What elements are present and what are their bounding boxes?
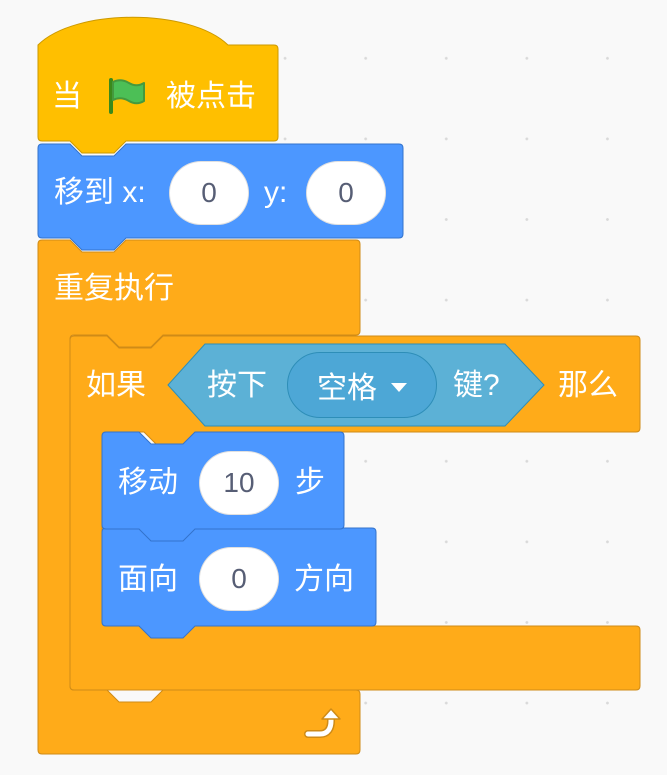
- steps-input[interactable]: 10: [199, 451, 279, 515]
- if-label: 如果: [86, 369, 146, 402]
- green-flag-icon: [109, 78, 145, 114]
- direction-label: 方向: [294, 563, 354, 596]
- direction-input[interactable]: 0: [199, 547, 279, 611]
- key-pressed-prefix: 按下: [207, 369, 267, 402]
- steps-label: 步: [295, 466, 325, 499]
- when-flag-clicked-block[interactable]: [37, 16, 279, 154]
- dropdown-caret-icon: [391, 382, 407, 392]
- key-dropdown-value: 空格: [317, 372, 377, 405]
- y-input[interactable]: 0: [306, 161, 386, 225]
- x-input[interactable]: 0: [169, 161, 249, 225]
- goto-y-label: y:: [264, 176, 288, 209]
- then-label: 那么: [558, 369, 618, 402]
- move-label: 移动: [118, 466, 178, 499]
- goto-x-label: 移到 x:: [54, 176, 146, 209]
- clicked-label: 被点击: [166, 80, 256, 113]
- when-label: 当: [52, 80, 82, 113]
- key-dropdown[interactable]: 空格: [287, 352, 437, 418]
- forever-label: 重复执行: [54, 272, 174, 305]
- point-label: 面向: [118, 563, 178, 596]
- loop-arrow-icon: [304, 708, 341, 738]
- key-pressed-suffix: 键?: [453, 369, 500, 402]
